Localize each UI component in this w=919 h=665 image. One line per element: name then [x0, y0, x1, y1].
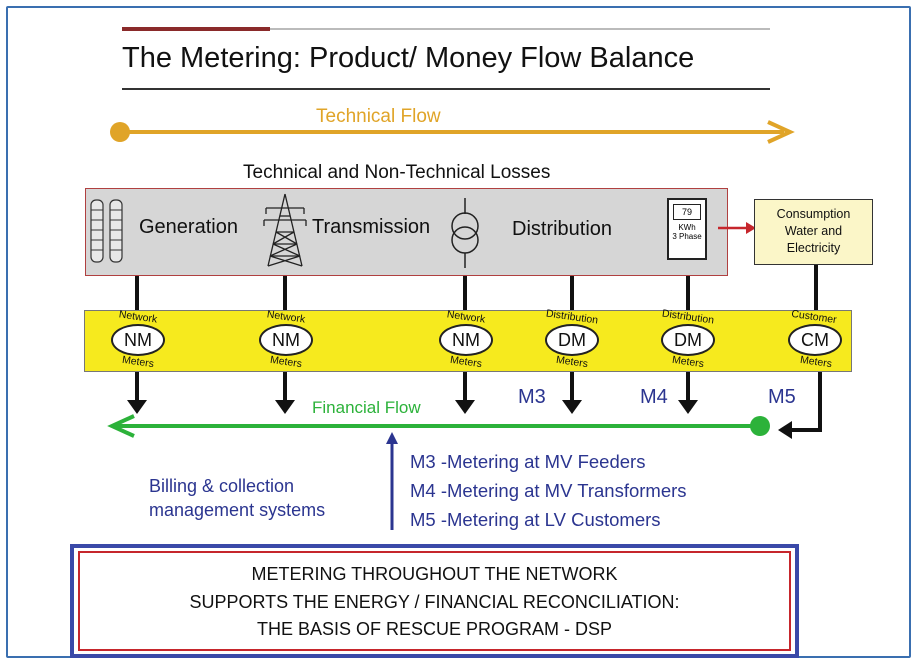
metering-point-m5: M5 -Metering at LV Customers — [410, 509, 661, 530]
financial-flow-label: Financial Flow — [312, 398, 421, 417]
technical-flow-label: Technical Flow — [316, 106, 441, 127]
billing-line-1: Billing & collection — [149, 476, 295, 496]
kwh-meter-phase: 3 Phase — [672, 232, 702, 241]
financial-flow-arrow — [107, 414, 770, 438]
generator-icon — [90, 199, 123, 263]
meter-2-code: NM — [259, 324, 313, 356]
metering-point-m3: M3 -Metering at MV Feeders — [410, 451, 646, 472]
page-title: The Metering: Product/ Money Flow Balanc… — [122, 42, 695, 74]
meter-4-code: DM — [545, 324, 599, 356]
summary-box-outer — [70, 544, 799, 658]
stage-transmission: Transmission — [312, 216, 431, 238]
title-top-rule — [270, 28, 770, 30]
transformer-icon — [451, 198, 479, 268]
summary-box — [78, 551, 791, 651]
stage-generation: Generation — [139, 216, 238, 238]
meter-3-code: NM — [439, 324, 493, 356]
meter-5-code: DM — [661, 324, 715, 356]
consumption-arrow — [718, 222, 756, 234]
label-m5: M5 — [768, 386, 796, 408]
consumption-line-1: Consumption — [776, 207, 851, 221]
summary-line-1: METERING THROUGHOUT THE NETWORK — [251, 564, 618, 584]
billing-systems-label: Billing & collection management systems — [149, 474, 325, 522]
metering-point-m4: M4 -Metering at MV Transformers — [410, 480, 687, 501]
technical-flow-origin-dot — [110, 122, 130, 142]
title-bottom-rule — [122, 88, 770, 90]
summary-line-2: SUPPORTS THE ENERGY / FINANCIAL RECONCIL… — [189, 592, 680, 612]
financial-flow-origin-dot — [750, 416, 770, 436]
label-m3: M3 — [518, 386, 546, 408]
consumption-line-3: Electricity — [786, 241, 841, 255]
kwh-meter-unit: KWh — [678, 223, 696, 232]
process-box — [85, 188, 728, 276]
losses-label: Technical and Non-Technical Losses — [243, 162, 551, 183]
meter-6-code: CM — [788, 324, 842, 356]
stage-distribution: Distribution — [512, 218, 613, 240]
consumption-box: Consumption Water and Electricity — [754, 199, 873, 265]
title-accent-bar — [122, 27, 270, 31]
consumption-line-2: Water and — [784, 224, 843, 238]
kwh-meter-value: 79 — [673, 204, 701, 220]
label-m4: M4 — [640, 386, 668, 408]
billing-line-2: management systems — [149, 500, 326, 520]
kwh-meter-icon: 79 KWh 3 Phase — [667, 198, 707, 260]
billing-up-arrow — [386, 432, 398, 530]
technical-flow-arrow — [110, 120, 795, 144]
meter-1-code: NM — [111, 324, 165, 356]
summary-line-3: THE BASIS OF RESCUE PROGRAM - DSP — [256, 619, 613, 639]
transmission-tower-icon — [263, 193, 307, 267]
